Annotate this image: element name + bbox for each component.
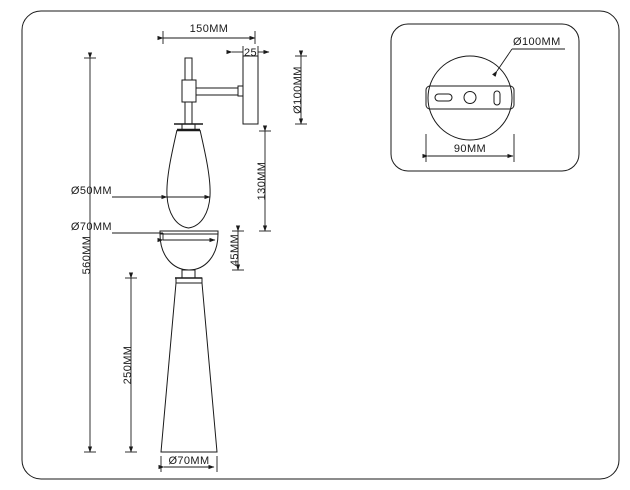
outer-frame-group bbox=[21, 10, 620, 480]
detail-view-group bbox=[390, 23, 580, 172]
bracket-slot-horizontal bbox=[434, 93, 453, 102]
label-bracket-width: 90MM bbox=[454, 143, 486, 155]
label-upper-shade-height: 130MM bbox=[256, 162, 268, 201]
label-overall-height: 560MM bbox=[81, 236, 93, 275]
label-lower-shade-diameter: Ø70MM bbox=[168, 455, 209, 467]
arm-joint-block bbox=[181, 79, 197, 103]
post-upper bbox=[184, 57, 193, 81]
bracket-center-hole bbox=[463, 91, 477, 104]
outer-frame bbox=[21, 10, 620, 480]
leader-detail-diameter bbox=[492, 48, 513, 77]
wall-mount-plate bbox=[242, 55, 259, 125]
lower-shade-body bbox=[160, 277, 218, 453]
label-bowl-height: 45MM bbox=[229, 234, 241, 266]
bracket-bar bbox=[425, 85, 515, 110]
label-detail-plate-diameter: Ø100MM bbox=[513, 36, 561, 48]
label-arm-reach: 150MM bbox=[190, 23, 229, 35]
label-plate-thickness: 25 bbox=[244, 47, 257, 59]
detail-view-dimensions bbox=[422, 48, 565, 162]
bracket-slot-vertical bbox=[493, 90, 501, 106]
label-plate-diameter: Ø100MM bbox=[292, 66, 304, 114]
upper-shade-body bbox=[166, 129, 211, 229]
label-lower-shade-height: 250MM bbox=[122, 346, 134, 385]
front-view-dimensions bbox=[84, 31, 307, 472]
detail-view-frame bbox=[390, 23, 580, 172]
front-view-geometry bbox=[159, 55, 259, 453]
arm-plate-collar bbox=[237, 85, 244, 97]
lower-neck bbox=[181, 269, 196, 279]
mounting-plate-circle bbox=[427, 55, 513, 141]
bowl-shade bbox=[159, 230, 219, 271]
label-upper-shade-diameter: Ø50MM bbox=[71, 185, 112, 197]
label-bowl-diameter: Ø70MM bbox=[71, 221, 112, 233]
post-lower bbox=[184, 101, 193, 125]
horizontal-arm bbox=[195, 87, 239, 96]
